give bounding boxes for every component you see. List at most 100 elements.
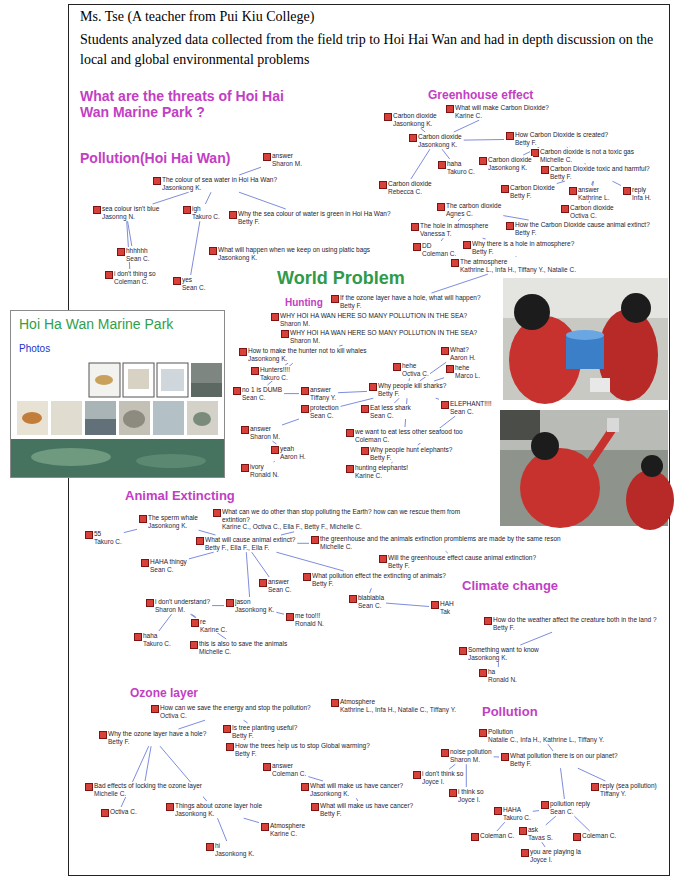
note-title: reply [632,186,651,194]
note-icon [286,613,294,621]
note-icon [271,446,279,454]
note-icon [393,363,401,371]
note-node: hhhhhhSean C. [116,247,151,262]
note-icon [441,347,449,355]
note-node: Will the greenhouse effect cause animal … [378,554,537,569]
section-heading: What are the threats of Hoi Hai Wan Mari… [80,88,295,120]
note-author: Betty F. [232,732,297,740]
note-title: i don't think so [422,770,463,778]
note-author: Michelle C. [199,648,287,656]
note-icon [506,222,514,230]
note-title: i think so [458,788,484,796]
note-author: Vanessa T. [420,230,488,238]
link-line [121,746,149,807]
note-title: you are playing la [530,848,581,856]
note-node: hahaTakuro C. [437,160,476,175]
note-icon [451,259,459,267]
note-icon [591,783,599,791]
note-node: Why people kill sharks?Betty F. [368,382,447,397]
note-icon [349,595,357,603]
link-line [276,552,343,571]
link-line [244,720,248,723]
note-icon [479,157,487,165]
note-author: Coleman C. [422,250,456,258]
note-title: What? [450,346,476,354]
note-author: Coleman C. [480,832,514,840]
note-icon [379,555,387,563]
note-node: you are playing laJoyce I. [520,848,582,863]
note-node: Carbon dioxide is not a toxic gasMichell… [530,148,635,163]
note-author: Kathrine L. [578,194,609,202]
note-node: What can we do other than stop polluting… [212,508,478,531]
note-author: Betty F. [493,624,663,632]
link-line [503,216,528,220]
note-icon [281,330,289,338]
note-title: haha [447,160,475,168]
link-line [464,139,504,141]
note-icon [99,731,107,739]
link-line [446,551,448,553]
note-node: What will make us have cancer?Betty F. [310,802,414,817]
note-title: answer [268,578,292,586]
note-title: Atmosphere [270,822,305,830]
note-icon [331,295,339,303]
note-author: Ronald N. [250,471,279,479]
note-title: Why the sea colour of water is green in … [238,210,391,218]
note-author: Jasonkong K. [468,654,539,662]
note-title: HAHA [503,806,531,814]
note-node: Things about ozone layer holeJasonkong K… [165,802,263,817]
note-icon [241,464,249,472]
note-author: Jasonkong K. [418,141,462,149]
note-icon [141,559,149,567]
note-title: answer [578,186,609,194]
note-icon [361,405,369,413]
note-title: WHY HOI HA WAN HERE SO MANY POLLUTION IN… [280,312,467,320]
note-title: DD [422,242,456,250]
note-author: Sharon M. [272,160,302,168]
note-title: i don't understand? [155,598,210,606]
note-title: Carbon dioxide [488,156,532,164]
note-author: Betty F., Ella F., Ella F. [205,544,295,552]
field-photo [500,410,674,530]
note-title: re [200,618,227,626]
note-author: Joyce I. [458,796,484,804]
note-icon [139,515,147,523]
note-icon [541,801,549,809]
note-node: blablablaSean C. [348,594,385,609]
note-title: What will happen when we keep on using p… [218,246,370,254]
note-icon [541,166,549,174]
note-author: Infa H. [632,194,651,202]
note-author: Betty F. [388,562,536,570]
note-title: Carbon Dioxide [510,184,555,192]
note-icon [346,465,354,473]
note-icon [409,134,417,142]
note-author: Karine C. [355,472,408,480]
note-author: Betty F. [510,192,555,200]
note-icon [241,426,249,434]
note-author: Betty F. [238,218,391,226]
note-icon [233,387,241,395]
note-node: pollution replySean C. [540,800,591,815]
note-author: Karine C. [270,830,305,838]
note-icon [449,789,457,797]
note-node: What will make Carbon Dioxide?Karine C. [445,104,550,119]
note-node: How the Carbon Dioxide cause animal exti… [505,221,651,236]
note-author: Michelle C. [540,156,634,164]
note-title: The carbon dioxide [446,202,501,210]
note-author: Betty F. [472,248,574,256]
note-node: hahaTakuro C. [133,632,172,647]
note-icon [117,248,125,256]
note-title: Eat less shark [370,404,411,412]
note-title: WHY HOI HA WAN HERE SO MANY POLLUTION IN… [290,329,477,337]
note-icon [153,177,161,185]
note-title: How Carbon Dioxide is created? [515,131,608,139]
section-heading: World Problem [277,268,405,289]
note-title: reply (sea pollution) [600,782,657,790]
link-line [449,764,455,769]
note-icon [441,749,449,757]
note-author: Joyce I. [422,778,463,786]
note-author: Betty F. [370,454,452,462]
note-icon [261,823,269,831]
note-icon [623,187,631,195]
note-node: WHY HOI HA WAN HERE SO MANY POLLUTION IN… [270,312,468,327]
